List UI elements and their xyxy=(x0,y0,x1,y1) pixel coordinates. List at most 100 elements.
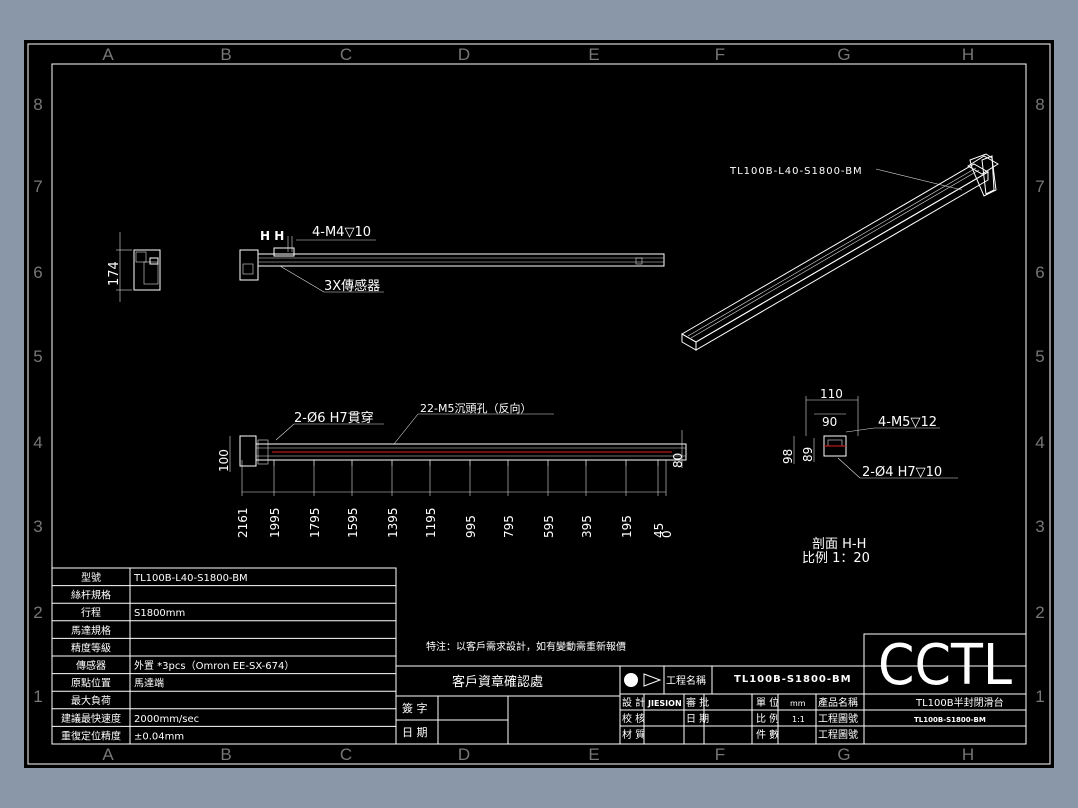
zone-letters-top: A B C D E F G H xyxy=(102,45,974,64)
spec-value: TL100B-L40-S1800-BM xyxy=(133,573,248,584)
product-label: 產品名稱 xyxy=(818,696,858,709)
spec-value: 外置 *3pcs（Omron EE-SX-674） xyxy=(134,660,294,672)
zone-number: 1 xyxy=(33,687,42,706)
spec-label: 精度等級 xyxy=(71,641,111,654)
ordinate-label: 395 xyxy=(580,515,594,538)
front-sensor-note: 3X傳感器 xyxy=(324,278,380,294)
spec-label: 行程 xyxy=(81,606,101,619)
approve-label: 審 批 xyxy=(686,696,709,709)
outer-frame xyxy=(27,43,1051,765)
zone-number: 8 xyxy=(33,95,42,114)
zone-number: 1 xyxy=(1035,687,1044,706)
confirm-title: 客戶資章確認處 xyxy=(452,674,543,690)
bottom-ordinate-dims: 2161 1995 1795 1595 1395 1195 995 795 595 395 195 4… xyxy=(236,460,674,538)
ordinate-label: 1195 xyxy=(424,507,438,538)
section-dim-110: 110 xyxy=(820,387,843,401)
designer: JIESION xyxy=(647,699,682,708)
zone-letter: G xyxy=(837,745,850,764)
ordinate-label: 1395 xyxy=(386,507,400,538)
front-tapped-holes: 4-M4▽10 xyxy=(312,225,371,240)
company-logo: CCTL xyxy=(878,633,1012,698)
section-title: 剖面 H-H xyxy=(812,537,866,552)
zone-number: 3 xyxy=(33,517,42,536)
ordinate-label: 2161 xyxy=(236,507,250,538)
section-view: 110 90 98 89 4-M5▽12 2-Ø4 H7▽10 剖面 H-H 比… xyxy=(781,387,958,566)
material-label: 材 質 xyxy=(622,728,645,741)
zone-letter: C xyxy=(340,45,352,64)
section-dim-90: 90 xyxy=(822,415,837,429)
zone-number: 2 xyxy=(33,603,42,622)
ordinate-label: 995 xyxy=(464,515,478,538)
spec-value: 2000mm/sec xyxy=(134,714,199,725)
title-block: 工程名稱 TL100B-S1800-BM 設 計 JIESION 審 批 單 位… xyxy=(619,633,1027,745)
drawing-no2-label: 工程圖號 xyxy=(818,728,858,741)
section-pins: 2-Ø4 H7▽10 xyxy=(862,465,942,480)
zone-letter: D xyxy=(458,745,470,764)
zone-number: 7 xyxy=(1035,177,1044,196)
end-view: 174 xyxy=(107,232,161,302)
spec-value: 馬達端 xyxy=(134,677,164,690)
bottom-thru-holes: 2-Ø6 H7貫穿 xyxy=(294,410,374,426)
ordinate-label: 1595 xyxy=(346,507,360,538)
zone-letter: F xyxy=(715,745,725,764)
zone-number: 4 xyxy=(33,433,42,452)
spec-label: 最大負荷 xyxy=(71,694,111,707)
zone-letter: F xyxy=(715,45,725,64)
zone-letter: E xyxy=(588,45,599,64)
spec-value: S1800mm xyxy=(134,608,185,619)
zone-number: 3 xyxy=(1035,517,1044,536)
iso-leader xyxy=(875,168,963,191)
zone-number: 5 xyxy=(33,347,42,366)
section-scale: 比例 1：20 xyxy=(802,551,870,566)
zone-number: 8 xyxy=(1035,95,1044,114)
end-view-dim: 174 xyxy=(107,261,122,286)
section-tapped: 4-M5▽12 xyxy=(878,415,937,430)
zone-letter: A xyxy=(102,45,114,64)
front-view: H H 4-M4▽10 3X傳感器 xyxy=(239,225,665,294)
ordinate-label: 795 xyxy=(502,515,516,538)
zone-numbers-left: 8 7 6 5 4 3 2 1 xyxy=(33,95,42,706)
ordinate-label: 45 xyxy=(652,523,666,538)
confirm-sign-label: 簽 字 xyxy=(402,701,428,715)
spec-label: 傳感器 xyxy=(76,659,106,672)
spec-label: 建議最快速度 xyxy=(61,712,121,725)
section-dim-98: 98 xyxy=(781,449,795,464)
customer-confirm-block: 客戶資章確認處 簽 字 日 期 xyxy=(395,665,621,745)
section-dim-89: 89 xyxy=(801,447,815,462)
drawing-sheet: A B C D E F G H A B C D E F G H 8 7 6 5 4 3 2 1 8 7 6 5 4 3 2 1 TL10… xyxy=(24,40,1054,768)
spec-label: 原點位置 xyxy=(71,677,111,690)
drawing-name: TL100B-S1800-BM xyxy=(734,674,852,685)
zone-letter: D xyxy=(458,45,470,64)
bottom-height-dim: 100 xyxy=(217,449,231,472)
iso-label: TL100B-L40-S1800-BM xyxy=(729,166,863,177)
zone-number: 4 xyxy=(1035,433,1044,452)
ordinate-label: 595 xyxy=(542,515,556,538)
isometric-view: TL100B-L40-S1800-BM xyxy=(680,153,999,351)
zone-letter: C xyxy=(340,745,352,764)
zone-letter: G xyxy=(837,45,850,64)
zone-letter: H xyxy=(962,45,974,64)
h-marks: H H xyxy=(260,229,284,243)
ordinate-label: 0 xyxy=(660,530,674,538)
scale-value: 1:1 xyxy=(792,715,805,724)
zone-number: 5 xyxy=(1035,347,1044,366)
ordinate-label: 195 xyxy=(620,515,634,538)
confirm-date-label: 日 期 xyxy=(402,726,428,739)
zone-letter: B xyxy=(220,45,231,64)
date-label: 日 期 xyxy=(686,713,709,725)
first-angle-projection-icon xyxy=(624,673,638,687)
drawing-name-label: 工程名稱 xyxy=(666,674,706,687)
drawing-no: TL100B-S1800-BM xyxy=(914,716,986,724)
zone-number: 6 xyxy=(33,263,42,282)
drawing-no-label: 工程圖號 xyxy=(818,712,858,725)
spec-label: 絲杆規格 xyxy=(71,589,111,602)
zone-letter: H xyxy=(962,745,974,764)
ordinate-label: 1795 xyxy=(308,507,322,538)
design-note: 特注：以客戶需求設計，如有變動需重新報價 xyxy=(426,640,626,653)
zone-number: 7 xyxy=(33,177,42,196)
ordinate-label: 1995 xyxy=(268,507,282,538)
